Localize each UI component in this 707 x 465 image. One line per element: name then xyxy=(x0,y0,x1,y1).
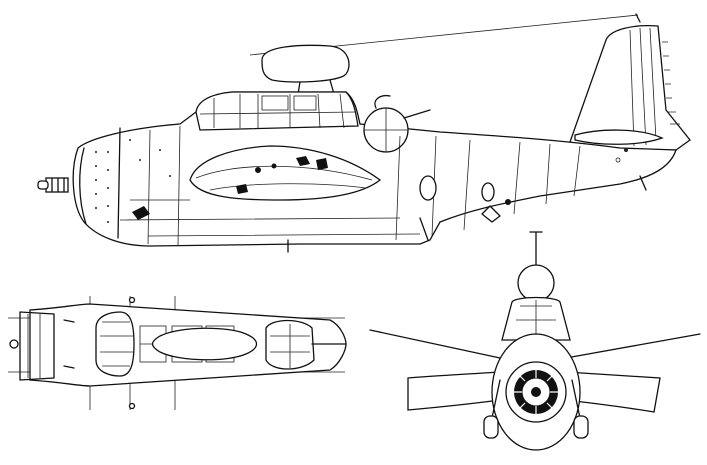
radome-top xyxy=(151,327,258,361)
wing-markings xyxy=(236,156,328,194)
front-wing-right xyxy=(565,371,661,413)
front-radome xyxy=(517,264,555,302)
side-view xyxy=(37,13,691,253)
cowling-seam xyxy=(117,127,121,239)
radome-pod xyxy=(261,44,350,83)
canopy xyxy=(195,91,359,131)
fuselage-window xyxy=(419,175,437,201)
gun-turret xyxy=(363,94,431,153)
front-view xyxy=(369,231,701,451)
turret-top xyxy=(265,319,347,370)
vertical-tail xyxy=(569,24,691,151)
landing-gear xyxy=(491,379,581,419)
rivets xyxy=(95,139,171,223)
front-wing-left xyxy=(407,371,501,411)
propeller-hub xyxy=(37,177,69,193)
top-view xyxy=(8,296,347,410)
horizontal-stabilizer xyxy=(574,129,664,145)
